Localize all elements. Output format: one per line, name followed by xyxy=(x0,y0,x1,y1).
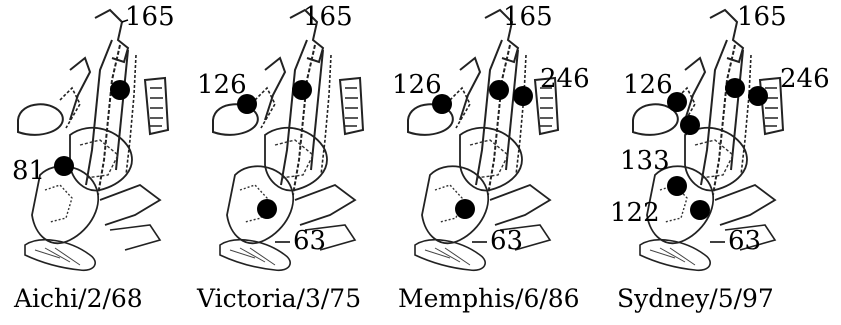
label-126: 126 xyxy=(623,72,673,98)
label-165: 165 xyxy=(737,4,787,30)
mutation-dot-133 xyxy=(680,115,700,135)
panel-victoria: 126 165 63 Victoria/3/75 xyxy=(195,0,405,325)
mutation-dot-165 xyxy=(110,80,130,100)
label-81: 81 xyxy=(12,158,45,184)
protein-structure-sydney xyxy=(615,0,825,280)
label-165: 165 xyxy=(125,4,175,30)
mutation-dot-63 xyxy=(690,200,710,220)
mutation-dot-63 xyxy=(257,199,277,219)
panel-memphis: 126 165 246 63 Memphis/6/86 xyxy=(390,0,600,325)
label-126: 126 xyxy=(197,72,247,98)
mutation-dot-81 xyxy=(54,156,74,176)
label-126: 126 xyxy=(392,72,442,98)
strain-name: Victoria/3/75 xyxy=(197,284,361,314)
panel-aichi: 165 81 Aichi/2/68 xyxy=(0,0,210,325)
label-63: 63 xyxy=(293,228,326,254)
mutation-dot-165 xyxy=(725,78,745,98)
label-246: 246 xyxy=(540,66,590,92)
label-246: 246 xyxy=(780,66,830,92)
mutation-dot-246 xyxy=(748,86,768,106)
mutation-dot-165 xyxy=(489,80,509,100)
label-165: 165 xyxy=(503,4,553,30)
label-165: 165 xyxy=(303,4,353,30)
label-133: 133 xyxy=(620,148,670,174)
label-122: 122 xyxy=(610,200,660,226)
mutation-dot-122 xyxy=(667,176,687,196)
mutation-dot-246 xyxy=(513,86,533,106)
mutation-dot-63 xyxy=(455,199,475,219)
label-63: 63 xyxy=(490,228,523,254)
strain-name: Sydney/5/97 xyxy=(617,284,774,314)
label-63: 63 xyxy=(728,228,761,254)
strain-name: Memphis/6/86 xyxy=(398,284,580,314)
panel-sydney: 126 165 246 133 122 63 Sydney/5/97 xyxy=(615,0,825,325)
strain-name: Aichi/2/68 xyxy=(14,284,143,314)
protein-structure-aichi xyxy=(0,0,210,280)
mutation-dot-165 xyxy=(292,80,312,100)
